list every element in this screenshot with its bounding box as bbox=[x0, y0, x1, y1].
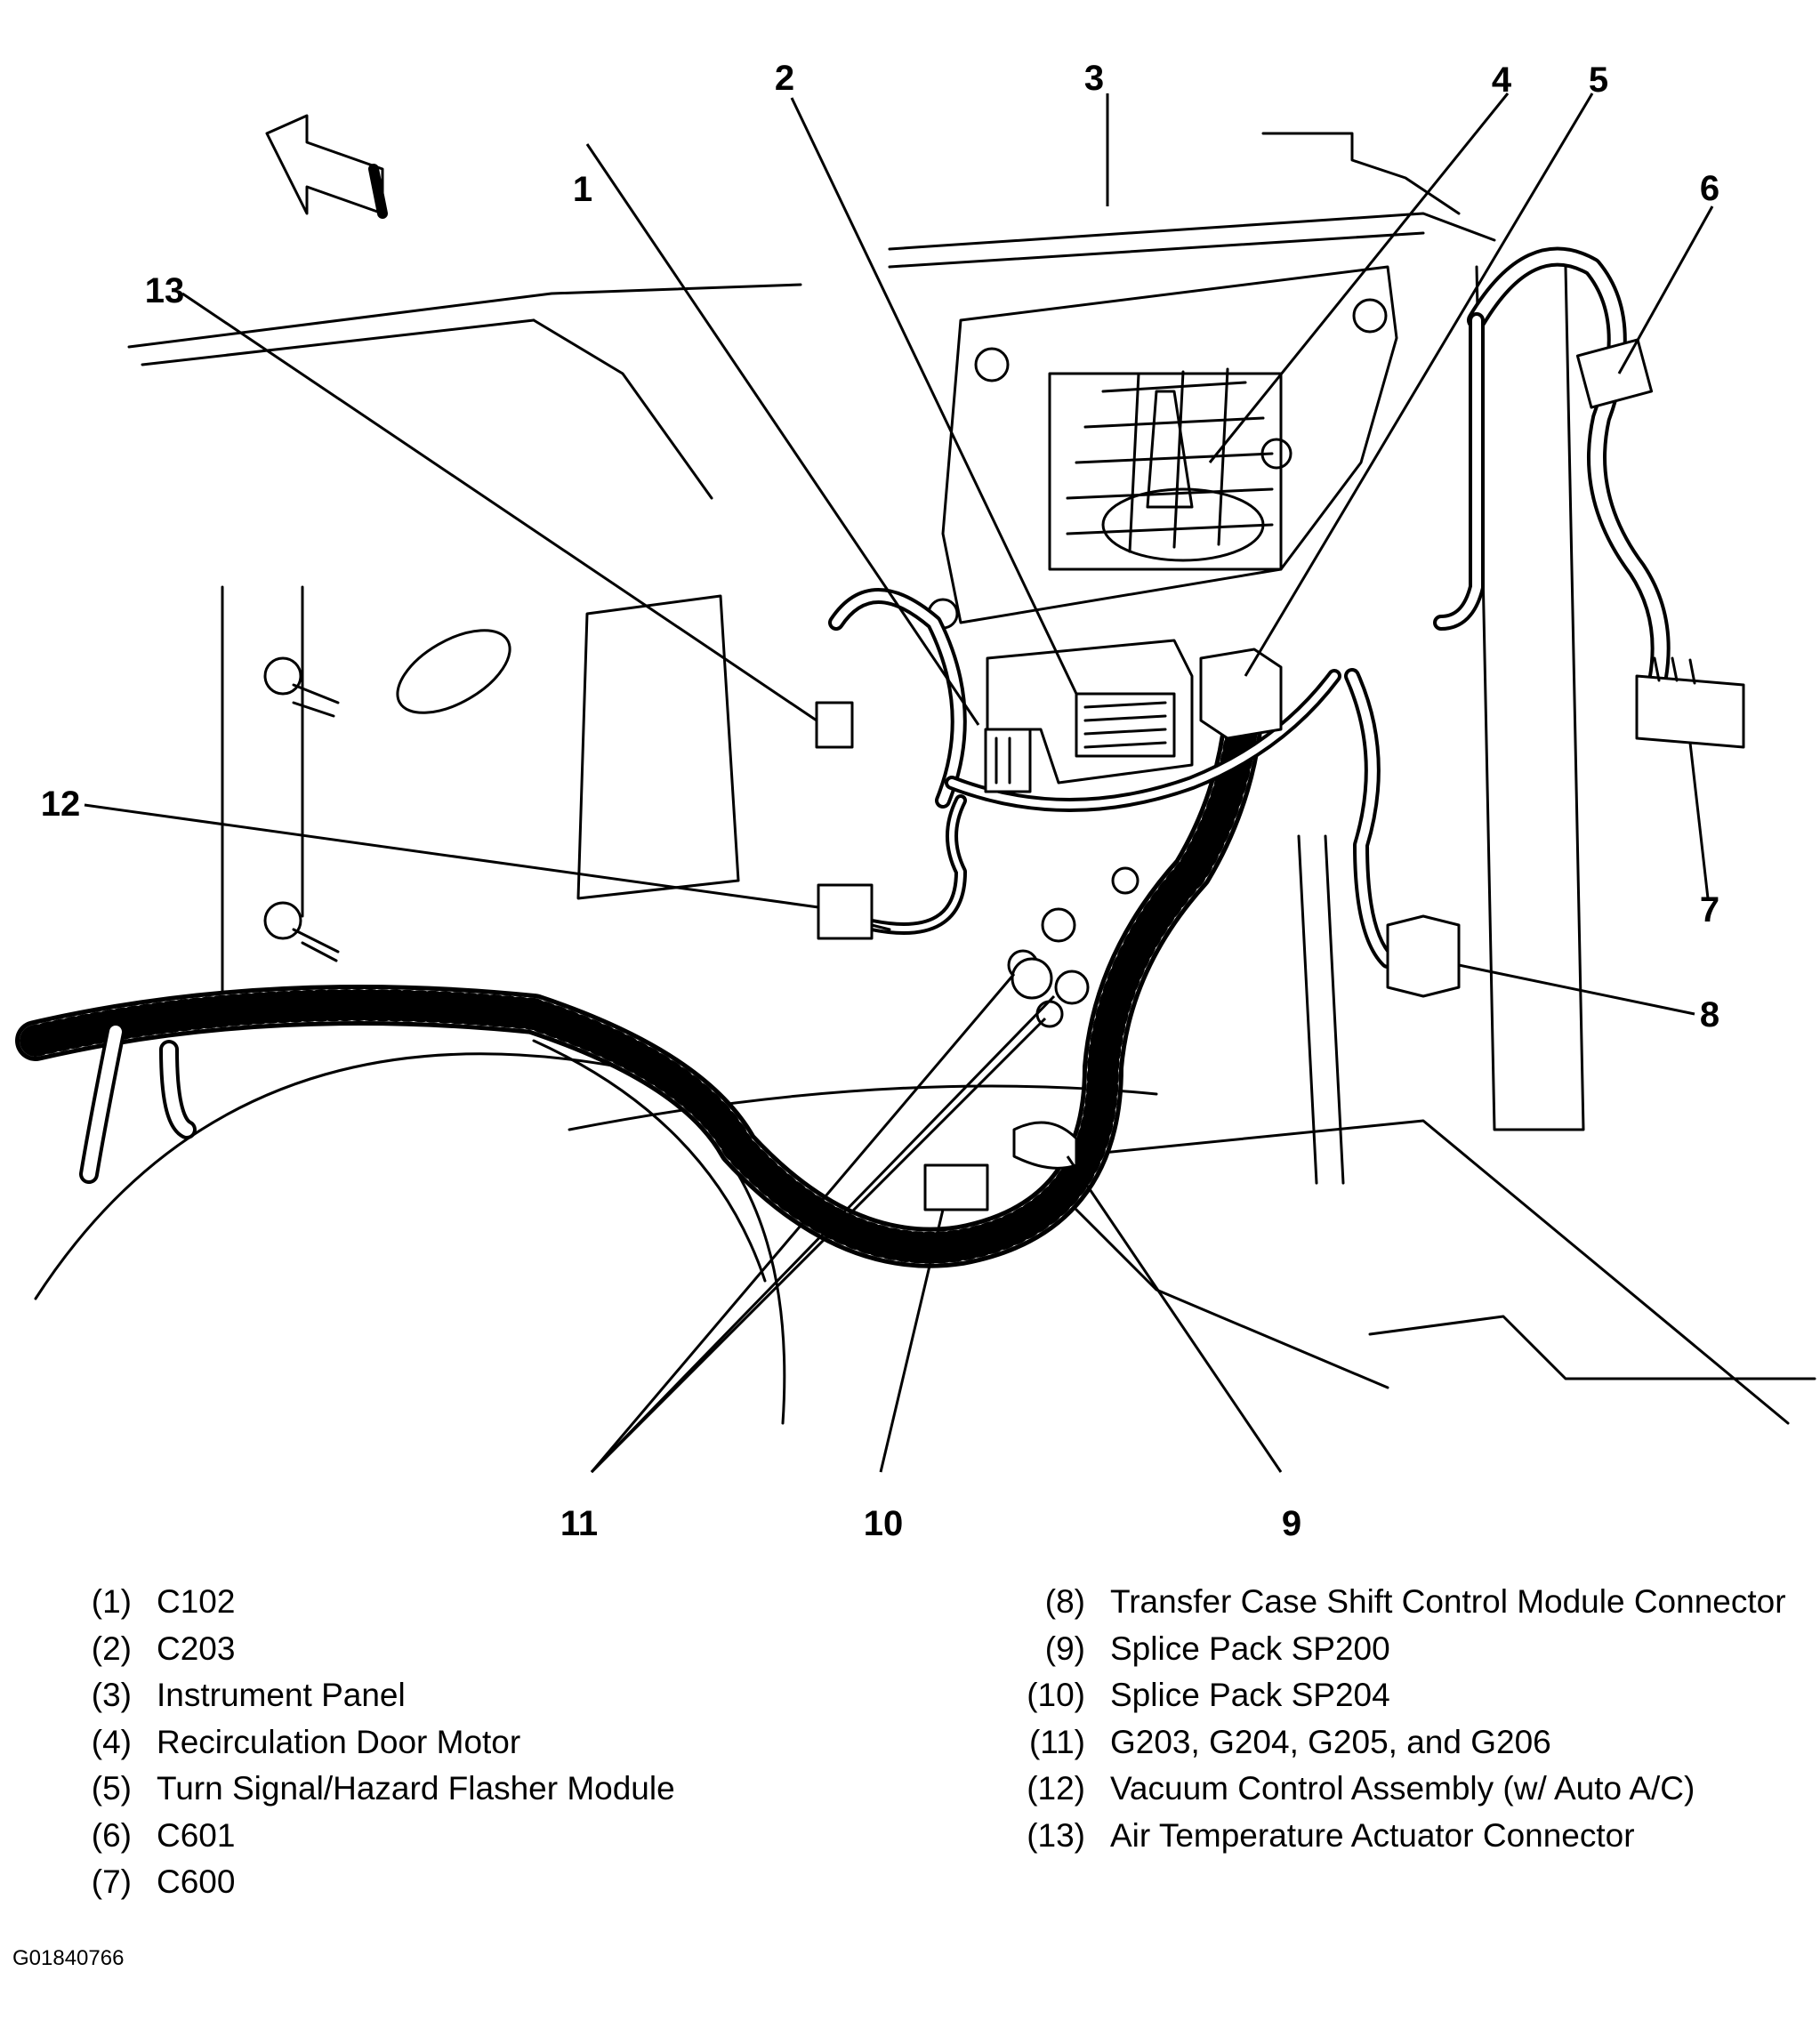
legend-description: Splice Pack SP204 bbox=[1110, 1677, 1390, 1713]
legend-item: (2) C203 bbox=[60, 1626, 968, 1673]
connector-c203 bbox=[986, 639, 1194, 785]
legend-item: (8) Transfer Case Shift Control Module Co… bbox=[996, 1579, 1797, 1626]
legend-description: C601 bbox=[157, 1816, 236, 1854]
legend-right-column: (8) Transfer Case Shift Control Module Co… bbox=[996, 1579, 1797, 1859]
legend-description: G203, G204, G205, and G206 bbox=[1110, 1723, 1551, 1760]
legend-item: (10) Splice Pack SP204 bbox=[996, 1672, 1797, 1719]
recirc-housing bbox=[941, 265, 1398, 624]
connector-c102 bbox=[984, 728, 1032, 793]
callout-13: 13 bbox=[145, 271, 185, 310]
legend-description: Splice Pack SP200 bbox=[1110, 1630, 1390, 1667]
left-panel bbox=[221, 585, 304, 1016]
ground-terminals bbox=[1011, 957, 1090, 1028]
connector-c601 bbox=[1575, 338, 1654, 409]
connector-vacuum-control bbox=[817, 883, 891, 940]
callout-1: 1 bbox=[573, 170, 592, 209]
bolt-group bbox=[263, 298, 1388, 981]
callout-10: 10 bbox=[864, 1504, 904, 1543]
connector-c600 bbox=[1635, 656, 1745, 749]
callout-5: 5 bbox=[1589, 60, 1608, 100]
legend-item: (3) Instrument Panel bbox=[60, 1672, 968, 1719]
legend-number: (6) bbox=[91, 1816, 132, 1854]
legend-number: (5) bbox=[91, 1770, 132, 1807]
legend-number: (10) bbox=[1027, 1677, 1085, 1713]
legend-item: (4) Recirculation Door Motor bbox=[60, 1719, 968, 1766]
legend-item: (5) Turn Signal/Hazard Flasher Module bbox=[60, 1766, 968, 1813]
legend-description: C102 bbox=[157, 1583, 236, 1620]
legend-description: C600 bbox=[157, 1863, 236, 1900]
callout-labels: 1 2 3 4 5 6 7 8 9 10 11 12 13 bbox=[41, 59, 1719, 1543]
callout-9: 9 bbox=[1282, 1504, 1301, 1543]
legend-number: (7) bbox=[91, 1863, 132, 1900]
legend-number: (3) bbox=[91, 1677, 132, 1713]
legend-description: Air Temperature Actuator Connector bbox=[1110, 1816, 1635, 1854]
callout-7: 7 bbox=[1700, 890, 1719, 930]
legend-description: Vacuum Control Assembly (w/ Auto A/C) bbox=[1110, 1770, 1695, 1807]
connector-air-temp bbox=[815, 701, 854, 749]
legend-number: (1) bbox=[91, 1583, 132, 1620]
legend-description: Turn Signal/Hazard Flasher Module bbox=[157, 1770, 675, 1807]
legend-number: (13) bbox=[1027, 1816, 1085, 1854]
dash-outline bbox=[127, 283, 802, 349]
legend-item: (9) Splice Pack SP200 bbox=[996, 1626, 1797, 1673]
legend-description: Instrument Panel bbox=[157, 1677, 406, 1713]
legend-item: (11) G203, G204, G205, and G206 bbox=[996, 1719, 1797, 1766]
legend-description: Recirculation Door Motor bbox=[157, 1723, 521, 1760]
connector-transfer-case bbox=[1386, 914, 1461, 998]
wheel-well bbox=[34, 1052, 786, 1425]
legend-number: (12) bbox=[1027, 1770, 1085, 1807]
legend-number: (11) bbox=[1028, 1723, 1085, 1760]
legend-number: (9) bbox=[1044, 1630, 1085, 1667]
legend-item: (13) Air Temperature Actuator Connector bbox=[996, 1813, 1797, 1860]
callout-6: 6 bbox=[1700, 169, 1719, 208]
legend-description: Transfer Case Shift Control Module Conne… bbox=[1110, 1583, 1786, 1620]
connector-flasher-module bbox=[1199, 648, 1283, 740]
leader-lines bbox=[84, 93, 1714, 1474]
figure-id: G01840766 bbox=[12, 1946, 125, 1970]
callout-12: 12 bbox=[41, 785, 81, 824]
callout-11: 11 bbox=[560, 1504, 598, 1543]
forward-arrow-icon bbox=[265, 114, 388, 219]
legend-number: (8) bbox=[1044, 1583, 1085, 1620]
legend-number: (2) bbox=[91, 1630, 132, 1667]
legend-item: (6) C601 bbox=[60, 1813, 968, 1860]
legend-number: (4) bbox=[91, 1723, 132, 1760]
callout-2: 2 bbox=[775, 59, 794, 98]
instrument-panel-top bbox=[888, 212, 1496, 251]
splice-pack-sp200 bbox=[1012, 1121, 1078, 1170]
callout-4: 4 bbox=[1492, 60, 1512, 100]
callout-3: 3 bbox=[1084, 59, 1104, 98]
legend-item: (12) Vacuum Control Assembly (w/ Auto A/C… bbox=[996, 1766, 1797, 1813]
legend-description: C203 bbox=[157, 1630, 236, 1667]
splice-pack-sp204 bbox=[923, 1163, 989, 1211]
callout-8: 8 bbox=[1700, 995, 1719, 1034]
right-pillar bbox=[1475, 265, 1585, 1131]
legend-item: (7) C600 bbox=[60, 1859, 968, 1906]
legend-item: (1) C102 bbox=[60, 1579, 968, 1626]
wiring-harness-diagram: 1 2 3 4 5 6 7 8 9 10 11 12 13 bbox=[15, 59, 1816, 1543]
legend-left-column: (1) C102 (2) C203 (3) Instrument Panel (4) R… bbox=[60, 1579, 968, 1906]
